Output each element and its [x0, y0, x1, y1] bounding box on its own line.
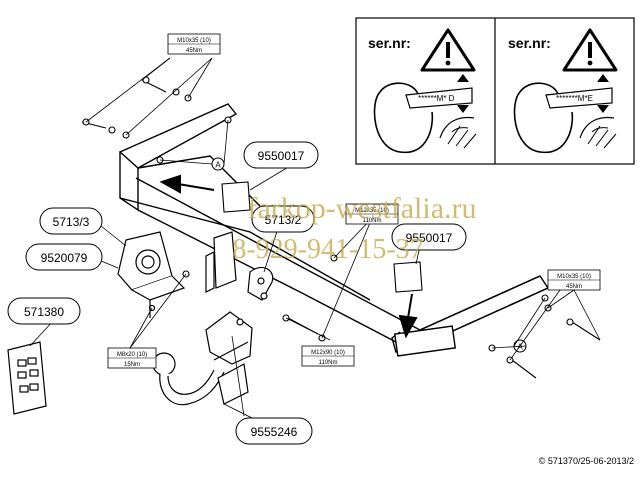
part-label-5713-3: 5713/3	[53, 215, 90, 229]
watermark: farkop-westfalia.ru 8-929-941-15-37	[232, 192, 476, 265]
serial-code-right: *******M*E	[556, 94, 593, 103]
part-label-socket-plate: 9520079	[41, 251, 88, 265]
watermark-site: farkop-westfalia.ru	[247, 192, 476, 225]
part-label-lower-bracket: 9550017	[406, 231, 453, 245]
side-bracket	[205, 231, 274, 301]
torque-center-value: 110Nm	[363, 218, 382, 224]
install-arrows	[159, 174, 418, 339]
torque-bottom-center-value: 110Nm	[319, 360, 338, 366]
electrical-kit	[7, 341, 47, 415]
torque-right-bolt: M10x35 (10)	[557, 274, 591, 280]
mounting-pads	[221, 181, 423, 293]
warning-icon	[562, 28, 618, 72]
ball-neck	[152, 311, 253, 406]
marker-letter: A	[517, 343, 523, 352]
torque-top-bolt: M10x35 (10)	[177, 38, 211, 44]
serial-panel-right: ser.nr: *******M*E	[508, 28, 618, 153]
serial-panel-left: ser.nr: ******M* D	[368, 28, 477, 153]
torque-bottom-left-bolt: M8x20 (10)	[117, 352, 147, 358]
serial-prefix-left: ser.nr:	[368, 35, 411, 51]
torque-top-value: 45Nm	[186, 48, 202, 54]
torque-bottom-center-bolt: M12x90 (10)	[311, 350, 345, 356]
part-labels: 9550017 5713/3 5713/2 9550017 9520079 57…	[7, 141, 467, 445]
torque-center-bolt: M12x35 (10)	[355, 208, 389, 214]
top-left-bolts	[81, 76, 232, 164]
part-label-ball-neck: 9555246	[251, 425, 298, 439]
part-label-top-bracket: 9550017	[258, 149, 305, 163]
marker-letter: A	[215, 161, 221, 170]
footer-copyright: © 571370/25-06-2013/2	[539, 456, 634, 466]
serial-prefix-right: ser.nr:	[508, 35, 551, 51]
torque-bottom-left-value: 15Nm	[124, 362, 140, 368]
serial-number-panel: ser.nr: ******M* D ser.nr:	[355, 17, 635, 165]
part-label-5713-2: 5713/2	[265, 213, 302, 227]
torque-labels: M10x35 (10) 45Nm M10x35 (10) 45Nm M12x35…	[107, 33, 601, 369]
part-label-electrical-kit: 571380	[24, 305, 64, 319]
torque-right-value: 45Nm	[566, 284, 582, 290]
watermark-phone: 8-929-941-15-37	[232, 234, 423, 265]
socket-plate	[117, 231, 186, 318]
warning-icon	[420, 28, 476, 72]
cross-beam	[118, 103, 550, 357]
serial-code-left: ******M* D	[418, 94, 455, 103]
